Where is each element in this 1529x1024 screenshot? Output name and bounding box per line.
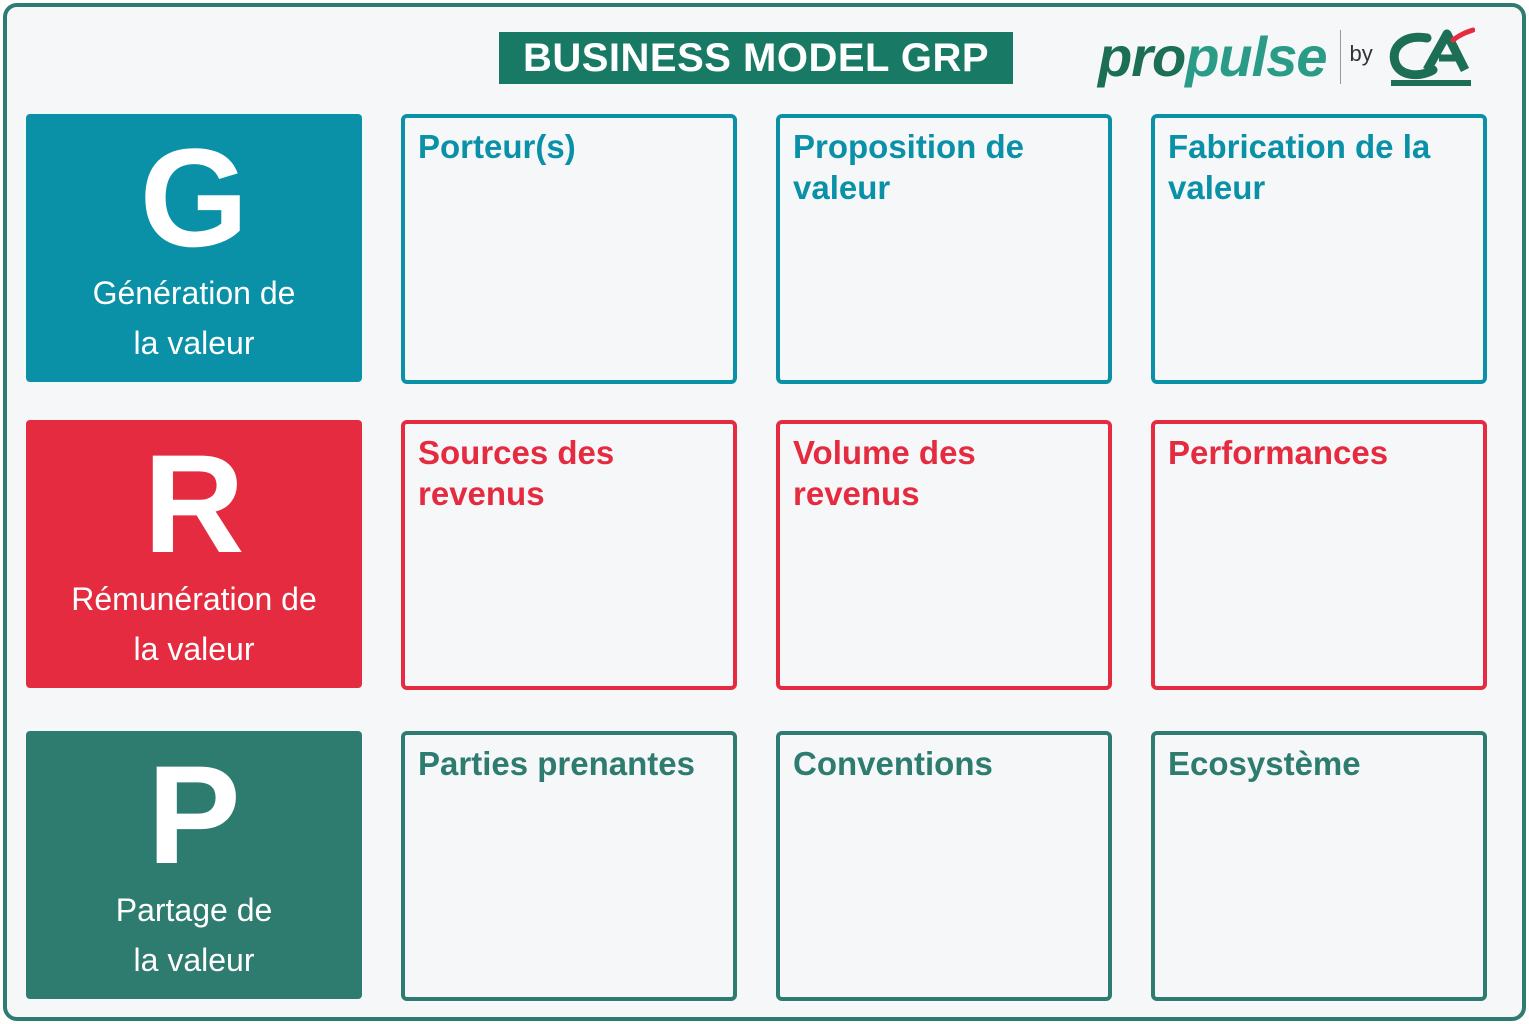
row-letter: P — [147, 736, 241, 893]
cell-porteurs[interactable]: Porteur(s) — [401, 114, 737, 384]
row-letter: G — [139, 119, 249, 276]
cell-performances[interactable]: Performances — [1151, 420, 1487, 690]
logo-by: by — [1349, 41, 1373, 66]
row-label-line: Partage de — [115, 892, 273, 928]
row-label-line: Rémunération de — [71, 581, 317, 617]
page-title: BUSINESS MODEL GRP — [499, 32, 1013, 84]
cell-title: Performances — [1168, 434, 1389, 471]
row-header-generation: G Génération de la valeur — [26, 114, 362, 382]
cell-title: Parties prenantes — [418, 745, 695, 782]
logo-word-pulse: pulse — [1185, 25, 1327, 88]
row-label-line: la valeur — [133, 942, 255, 978]
cell-conventions[interactable]: Conventions — [776, 731, 1112, 1001]
cell-title: Fabrication de la valeur — [1168, 128, 1431, 206]
row-label: Rémunération de la valeur — [26, 574, 362, 674]
cell-title: Volume des revenus — [793, 434, 976, 512]
row-header-partage: P Partage de la valeur — [26, 731, 362, 999]
cell-title: Porteur(s) — [418, 128, 576, 165]
credit-agricole-logo-icon — [1389, 27, 1475, 86]
cell-ecosysteme[interactable]: Ecosystème — [1151, 731, 1487, 1001]
cell-title: Conventions — [793, 745, 993, 782]
cell-sources-des-revenus[interactable]: Sources des revenus — [401, 420, 737, 690]
row-label: Partage de la valeur — [26, 885, 362, 985]
propulse-logo: propulse by — [1098, 22, 1475, 92]
row-label-line: Génération de — [92, 275, 296, 311]
cell-title: Sources des revenus — [418, 434, 615, 512]
cell-volume-des-revenus[interactable]: Volume des revenus — [776, 420, 1112, 690]
row-label: Génération de la valeur — [26, 268, 362, 368]
row-label-line: la valeur — [133, 631, 255, 667]
row-header-remuneration: R Rémunération de la valeur — [26, 420, 362, 688]
cell-title: Proposition de valeur — [793, 128, 1024, 206]
cell-fabrication-de-la-valeur[interactable]: Fabrication de la valeur — [1151, 114, 1487, 384]
row-letter: R — [143, 425, 245, 582]
cell-parties-prenantes[interactable]: Parties prenantes — [401, 731, 737, 1001]
row-label-line: la valeur — [133, 325, 255, 361]
logo-separator — [1340, 30, 1342, 84]
logo-wordmark: propulse — [1098, 29, 1327, 85]
logo-word-pro: pro — [1098, 25, 1186, 88]
cell-proposition-de-valeur[interactable]: Proposition de valeur — [776, 114, 1112, 384]
cell-title: Ecosystème — [1168, 745, 1361, 782]
